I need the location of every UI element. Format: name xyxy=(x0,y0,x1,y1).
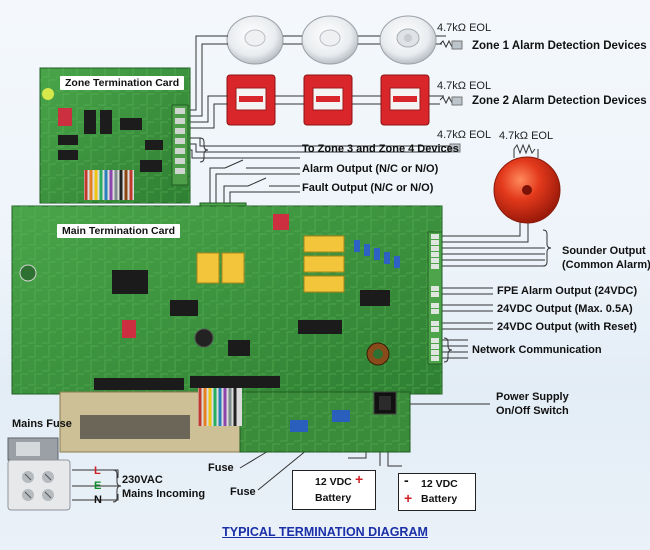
heat-detector-icon xyxy=(379,15,437,65)
alarm-output-label: Alarm Output (N/C or N/O) xyxy=(302,163,439,175)
power-switch-icon xyxy=(373,391,397,415)
bracket-lines xyxy=(112,137,552,503)
terminal-l-label: L xyxy=(94,465,101,477)
zone-card-title: Zone Termination Card xyxy=(60,76,185,90)
zone34-eol-label: 4.7kΩ EOL xyxy=(437,129,492,141)
eol-resistor-icon xyxy=(449,143,461,153)
psu-switch-label: Power Supply xyxy=(496,391,569,403)
mains-fuse-label: Mains Fuse xyxy=(12,418,72,430)
battery-1: 12 VDC Battery + xyxy=(292,470,376,510)
sounder-bell-icon xyxy=(493,143,561,224)
terminal-e-label: E xyxy=(94,480,102,492)
eol-resistor-icon xyxy=(439,95,463,106)
ribbon-cable xyxy=(198,388,242,426)
inductor-icon xyxy=(366,342,390,366)
eol-resistor-icon xyxy=(439,39,463,50)
mains-voltage-label: 230VAC xyxy=(122,474,163,486)
power-supply-unit xyxy=(59,388,411,453)
dc24-output-label: 24VDC Output (Max. 0.5A) xyxy=(497,303,633,315)
battery-voltage: 12 VDC xyxy=(315,476,352,488)
zone1-devices-label: Zone 1 Alarm Detection Devices xyxy=(472,40,647,52)
network-label: Network Communication xyxy=(472,344,602,356)
manual-call-point-icon xyxy=(380,74,430,126)
zone2-eol-label: 4.7kΩ EOL xyxy=(437,80,492,92)
battery-2: 12 VDC Battery - + xyxy=(398,472,476,511)
smoke-detector-icon xyxy=(226,15,284,65)
sounder-output-label: Sounder Output xyxy=(562,245,646,257)
zone34-devices-label: To Zone 3 and Zone 4 Devices xyxy=(302,143,459,155)
fuse-label: Fuse xyxy=(208,462,234,474)
battery-positive: + xyxy=(404,490,413,506)
smoke-detector-icon xyxy=(301,15,359,65)
battery-voltage: 12 VDC xyxy=(421,478,458,490)
manual-call-point-icon xyxy=(226,74,276,126)
battery-label: Battery xyxy=(315,492,352,504)
relay-icon xyxy=(196,235,345,293)
sounder-output-sublabel: (Common Alarm) xyxy=(562,259,650,271)
fuse-holder-icon xyxy=(290,410,350,432)
battery-positive: + xyxy=(355,471,364,487)
ribbon-cable xyxy=(84,170,134,200)
zone1-eol-label: 4.7kΩ EOL xyxy=(437,22,492,34)
zone2-devices-label: Zone 2 Alarm Detection Devices xyxy=(472,95,647,107)
dc24-reset-output-label: 24VDC Output (with Reset) xyxy=(497,321,637,333)
mains-terminal-block xyxy=(7,437,71,511)
fuse-label: Fuse xyxy=(230,486,256,498)
battery-negative: - xyxy=(404,472,409,488)
main-card-title: Main Termination Card xyxy=(57,224,180,238)
manual-call-point-icon xyxy=(303,74,353,126)
fault-output-label: Fault Output (N/C or N/O) xyxy=(302,182,434,194)
psu-switch-sublabel: On/Off Switch xyxy=(496,405,569,417)
terminal-n-label: N xyxy=(94,494,102,506)
mains-incoming-label: Mains Incoming xyxy=(122,488,206,500)
fpe-output-label: FPE Alarm Output (24VDC) xyxy=(497,285,638,297)
sounder-eol-label: 4.7kΩ EOL xyxy=(499,130,554,142)
diagram-title: TYPICAL TERMINATION DIAGRAM xyxy=(222,525,428,539)
wiring xyxy=(72,35,545,501)
zone-termination-card xyxy=(39,67,191,204)
battery-label: Battery xyxy=(421,493,458,505)
